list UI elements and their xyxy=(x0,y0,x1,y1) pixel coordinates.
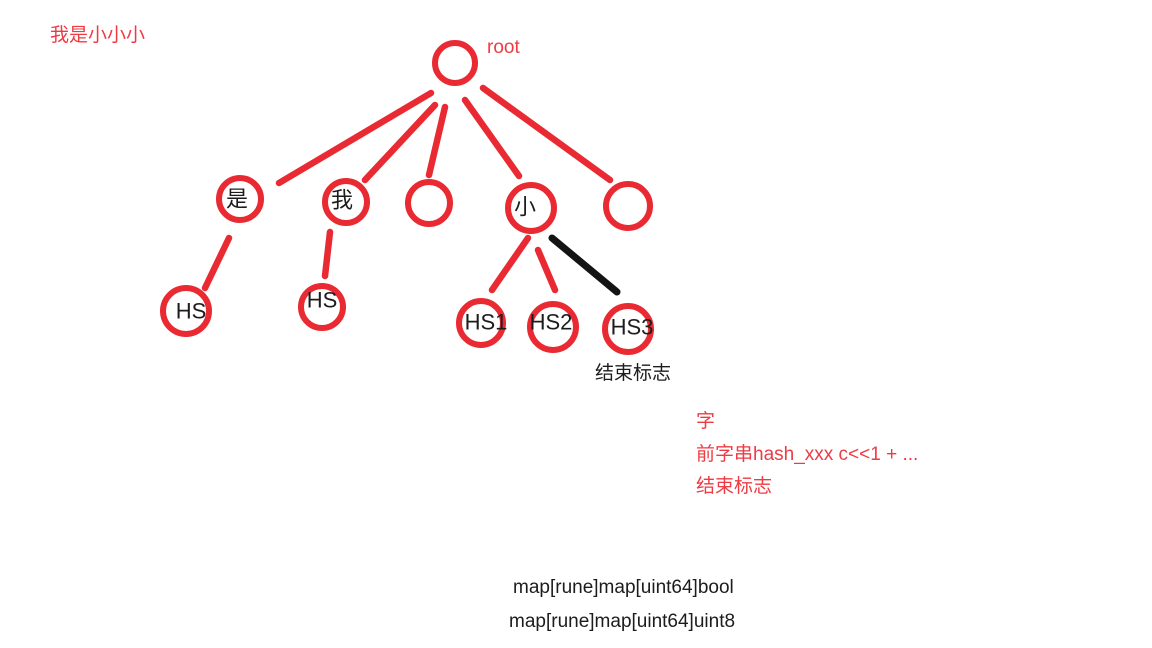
node-root xyxy=(432,40,478,86)
node-hs3 xyxy=(602,303,654,355)
edge-root-xiao xyxy=(461,96,523,180)
node-empty2 xyxy=(603,181,653,231)
node-wo xyxy=(322,178,370,226)
code-map-bool: map[rune]map[uint64]bool xyxy=(513,577,734,598)
note-end-flag: 结束标志 xyxy=(696,476,773,497)
note-char: 字 xyxy=(696,411,716,432)
node-label-hs3: HS3 xyxy=(611,315,654,340)
node-hs-l xyxy=(160,285,212,337)
node-xiao xyxy=(505,182,557,234)
node-hs2 xyxy=(527,301,579,353)
edge-wo-hs-m xyxy=(321,228,334,280)
node-label-hs1: HS1 xyxy=(465,310,508,335)
node-shi xyxy=(216,175,264,223)
node-label-hs-m: HS xyxy=(307,288,338,313)
edge-root-shi xyxy=(275,89,435,187)
edge-xiao-hs1 xyxy=(488,234,532,294)
root-label: root xyxy=(487,37,520,58)
end-flag-label: 结束标志 xyxy=(595,363,672,384)
node-hs-m xyxy=(298,283,346,331)
edge-xiao-hs3 xyxy=(548,234,621,296)
edge-shi-hs-l xyxy=(201,234,233,292)
node-label-shi: 是 xyxy=(226,187,248,212)
edge-root-empty1 xyxy=(425,103,449,179)
edge-root-empty2 xyxy=(479,84,614,184)
node-label-xiao: 小 xyxy=(514,195,536,220)
note-hash: 前字串hash_xxx c<<1 + ... xyxy=(696,444,919,465)
node-hs1 xyxy=(456,298,506,348)
edge-xiao-hs2 xyxy=(534,246,559,294)
node-label-hs2: HS2 xyxy=(530,310,573,335)
edge-root-wo xyxy=(361,101,439,184)
code-map-uint8: map[rune]map[uint64]uint8 xyxy=(509,611,736,632)
node-label-hs-l: HS xyxy=(176,299,207,324)
node-label-wo: 我 xyxy=(331,188,353,213)
node-empty1 xyxy=(405,179,453,227)
caption-target-string: 我是小小小 xyxy=(50,25,146,46)
